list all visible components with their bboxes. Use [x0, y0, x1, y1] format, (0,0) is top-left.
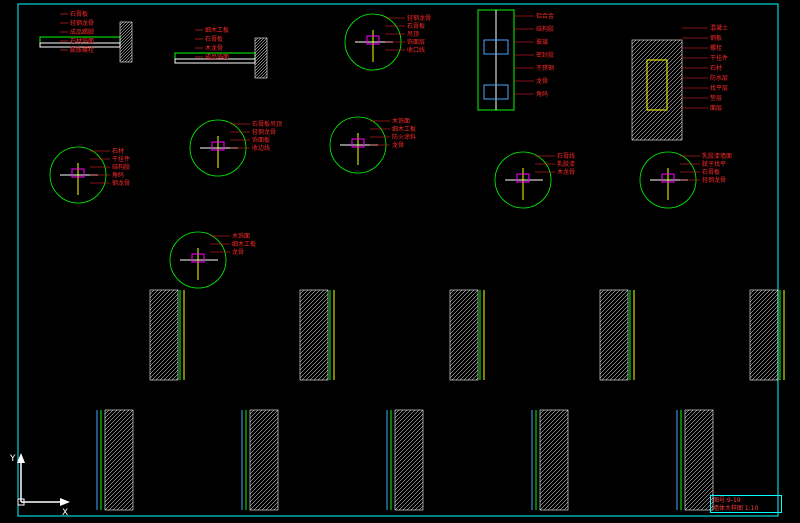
detail-note: 石膏板: [702, 168, 720, 176]
detail-note: 细木工板: [232, 240, 256, 248]
detail-note: 龙骨: [232, 248, 244, 256]
drawing-border: [17, 3, 779, 517]
ucs-y-label: Y: [9, 454, 16, 464]
detail-note: 细木工板: [392, 125, 416, 133]
detail-note: 结构胶: [536, 25, 554, 33]
wall-section[interactable]: [5, 409, 229, 511]
detail-note: 成品饰面: [205, 53, 229, 61]
detail-note: 密封胶: [536, 51, 554, 59]
detail-note: 找平层: [710, 84, 728, 92]
detail-note: 垫层: [710, 94, 722, 102]
wall-section[interactable]: [660, 289, 800, 381]
wall-section[interactable]: [295, 409, 519, 511]
ucs-x-label: X: [62, 508, 68, 517]
ucs-icon: Y X: [9, 453, 70, 517]
detail-note: 木龙骨: [557, 168, 575, 176]
detail-note: 石材: [710, 64, 722, 72]
detail-note: 不锈钢: [536, 64, 554, 72]
detail-note: 收口线: [407, 46, 425, 54]
detail-note: 木饰面: [232, 232, 250, 240]
detail-note: 成品踢脚: [70, 28, 94, 36]
details-layer: 石膏板轻钢龙骨成品踢脚石材饰面膨胀螺栓细木工板石膏板木龙骨成品饰面轻钢龙骨石膏板…: [5, 9, 800, 511]
detail-note: 结构胶: [112, 163, 130, 171]
detail-note: 乳胶漆: [557, 160, 575, 168]
wall-section[interactable]: [360, 289, 566, 381]
detail-note: 石膏板: [205, 35, 223, 43]
detail-note: 钢龙骨: [112, 179, 130, 187]
detail-note: 膨胀螺栓: [70, 46, 94, 54]
detail-note: 细木工板: [205, 26, 229, 34]
detail-note: 石材: [112, 147, 124, 155]
detail-note: 腻子找平: [702, 160, 726, 168]
detail-note: 铝合金: [536, 12, 554, 20]
detail-note: 饰面板: [252, 136, 270, 144]
detail-note: 干挂件: [112, 155, 130, 163]
detail-note: 收边线: [252, 144, 270, 152]
title-block-line2: 墙体大样图 1:10: [713, 505, 759, 512]
detail-note: 轻钢龙骨: [70, 19, 94, 27]
detail-note: 面层: [710, 105, 722, 112]
detail-note: 木龙骨: [205, 44, 223, 52]
detail-note: 干挂件: [710, 54, 728, 62]
wall-section[interactable]: [150, 409, 374, 511]
wall-section[interactable]: [440, 409, 664, 511]
detail-note: 石膏板: [70, 10, 88, 18]
detail-note: 木饰面: [392, 117, 410, 125]
title-block: 图号:9-19 墙体大样图 1:10: [710, 495, 782, 513]
detail-note: 防火涂料: [392, 133, 416, 141]
wall-section[interactable]: [585, 409, 800, 511]
detail-note: 石材饰面: [70, 37, 94, 45]
wall-section[interactable]: [210, 289, 416, 381]
detail-note: 龙骨: [536, 77, 548, 85]
detail-note: 石膏板: [407, 22, 425, 30]
detail-note: 轻钢龙骨: [407, 14, 431, 22]
detail-note: 防水层: [710, 74, 728, 82]
detail-note: 玻璃: [536, 38, 548, 46]
wall-section[interactable]: [510, 289, 716, 381]
detail-note: 龙骨: [392, 141, 404, 149]
detail-note: 石膏线: [557, 152, 575, 160]
title-block-line1: 图号:9-19: [713, 497, 741, 504]
detail-note: 螺栓: [710, 44, 722, 52]
wall-section[interactable]: [60, 289, 266, 381]
detail-note: 钢板: [710, 34, 722, 42]
detail-note: 混凝土: [710, 24, 728, 32]
detail-note: 饰面层: [407, 38, 425, 46]
detail-note: 角码: [536, 90, 548, 98]
detail-note: 轻钢龙骨: [702, 176, 726, 184]
detail-note: 乳胶漆墙面: [702, 152, 732, 160]
detail-note: 轻钢龙骨: [252, 128, 276, 136]
detail-note: 吊顶: [407, 31, 419, 38]
detail-note: 角码: [112, 171, 124, 179]
detail-note: 石膏板吊顶: [252, 120, 282, 128]
